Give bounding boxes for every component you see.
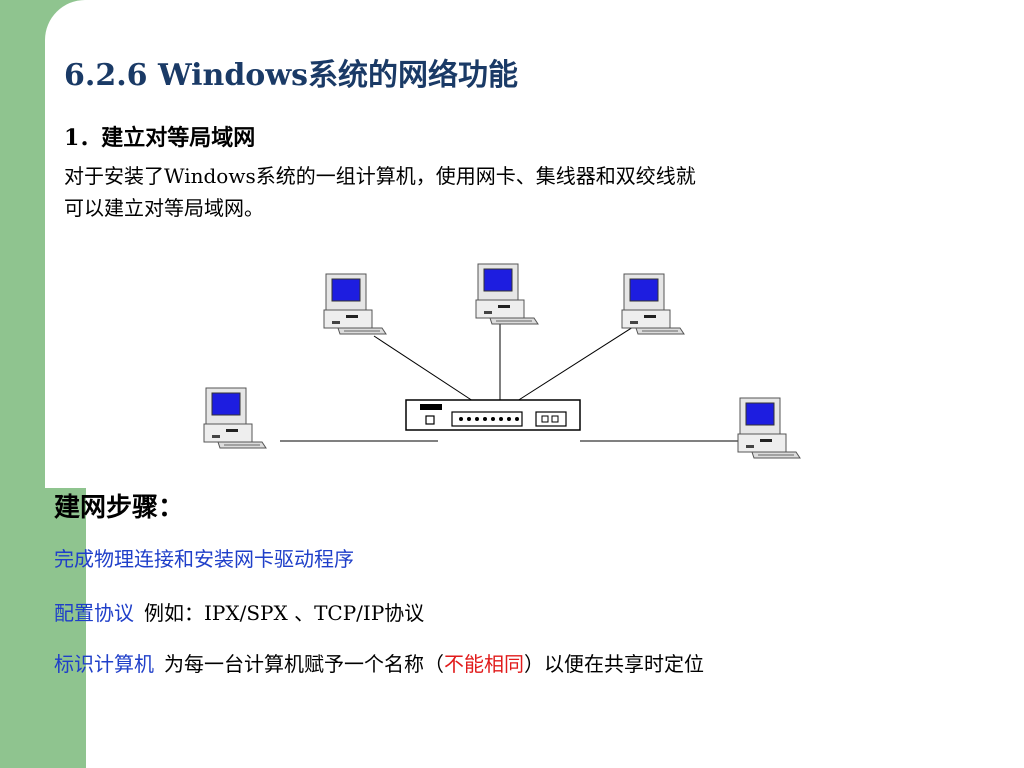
intro-line-1: 对于安装了Windows系统的一组计算机，使用网卡、集线器和双绞线就 (64, 164, 696, 188)
computer-icon (203, 387, 267, 449)
cable-lines (280, 319, 742, 442)
section-heading: 1．建立对等局域网 (64, 125, 256, 151)
intro-line-2: 可以建立对等局域网。 (64, 196, 264, 220)
warning-text: 不能相同 (444, 652, 524, 676)
computer-icon (323, 273, 387, 335)
step-label: 配置协议 (54, 601, 134, 625)
step-label: 标识计算机 (54, 652, 154, 676)
step-detail: 为每一台计算机赋予一个名称（ (164, 652, 444, 676)
step-detail: 例如：IPX/SPX 、TCP/IP协议 (144, 601, 425, 625)
steps-heading: 建网步骤： (54, 493, 185, 523)
hub-icon (405, 399, 581, 431)
computer-icon (737, 397, 801, 459)
step-physical-connection: 完成物理连接和安装网卡驱动程序 (54, 547, 354, 571)
step-identify-computer: 标识计算机为每一台计算机赋予一个名称（不能相同）以便在共享时定位 (54, 648, 704, 677)
computer-icon (475, 263, 539, 325)
computer-icon (621, 273, 685, 335)
step-detail-tail: ）以便在共享时定位 (524, 652, 704, 676)
network-diagram (203, 263, 801, 459)
step-configure-protocol: 配置协议例如：IPX/SPX 、TCP/IP协议 (54, 597, 424, 626)
slide-title: 6.2.6 Windows系统的网络功能 (64, 58, 519, 93)
intro-paragraph: 对于安装了Windows系统的一组计算机，使用网卡、集线器和双绞线就 可以建立对… (64, 160, 964, 224)
